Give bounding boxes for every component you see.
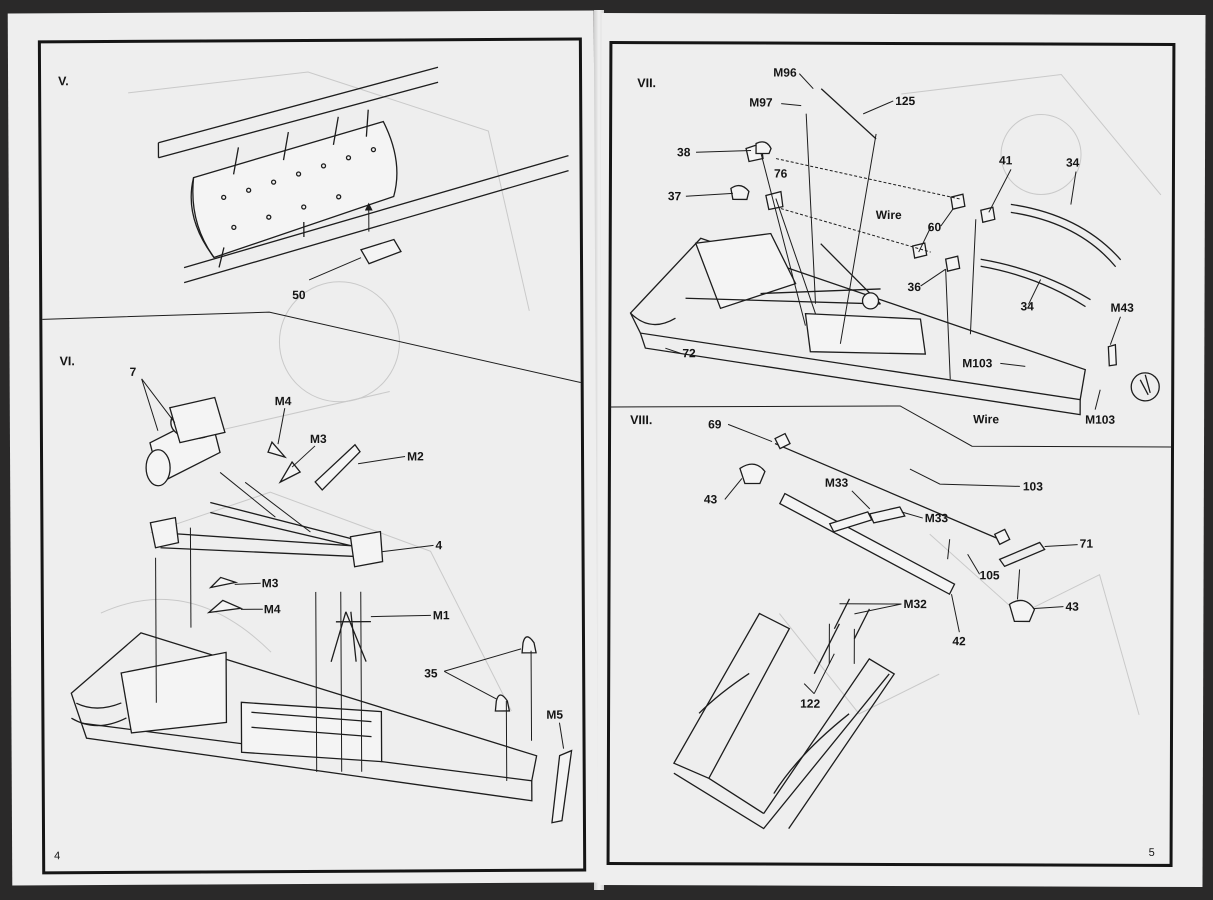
part-label: 42 xyxy=(952,634,966,648)
step-v-drawing xyxy=(157,66,569,284)
radiator-housing xyxy=(694,232,797,310)
part-label: M103 xyxy=(1085,413,1115,427)
part-label: 7 xyxy=(130,365,137,379)
part-43-hub xyxy=(1008,599,1036,623)
part-label: 71 xyxy=(1080,537,1094,551)
part-label: 4 xyxy=(435,538,442,552)
part-label: M1 xyxy=(433,608,450,622)
bleed-through-ghost xyxy=(779,74,1162,715)
part-label: 35 xyxy=(424,666,438,680)
left-page-artwork: V. 50 VI. 7 M4 M3 M2 4 M3 M4 M1 35 M5 4 xyxy=(42,66,581,862)
part-label: M5 xyxy=(546,708,563,722)
instruction-page-right: VII. M96 M97 125 38 76 41 34 37 Wire 60 … xyxy=(598,12,1206,888)
part-label: 34 xyxy=(1066,156,1080,170)
bleed-through-ghost xyxy=(100,71,530,712)
part-label: 122 xyxy=(800,697,820,711)
part-label: M33 xyxy=(925,511,949,525)
part-label: 36 xyxy=(908,280,922,294)
part-label: 125 xyxy=(895,94,915,108)
part-label: 43 xyxy=(1065,600,1079,614)
part-label: Wire xyxy=(973,412,999,426)
part-label: 38 xyxy=(677,145,691,159)
part-label: 103 xyxy=(1023,479,1043,493)
page-number: 5 xyxy=(1149,847,1155,859)
part-label: 37 xyxy=(668,189,682,203)
engine-block xyxy=(192,120,398,259)
step-divider xyxy=(610,405,1173,448)
part-label: M103 xyxy=(962,356,992,370)
part-label: M4 xyxy=(264,602,281,616)
radiator-housing xyxy=(120,651,228,734)
step-viii-drawing xyxy=(672,432,1046,830)
part-label: M32 xyxy=(903,597,927,611)
part-label: M3 xyxy=(310,432,327,446)
part-label: 60 xyxy=(928,220,942,234)
step-vii-title: VII. xyxy=(637,76,656,90)
part-label: 72 xyxy=(682,346,696,360)
part-label: 50 xyxy=(292,288,306,302)
part-label: 69 xyxy=(708,417,722,431)
part-label: 43 xyxy=(704,492,718,506)
part-label: 76 xyxy=(774,167,788,181)
part-label: M2 xyxy=(407,449,424,463)
part-label: M96 xyxy=(773,66,797,80)
part-label: M3 xyxy=(262,576,279,590)
part-label: 105 xyxy=(980,568,1000,582)
engine-block xyxy=(804,312,927,355)
part-label: 34 xyxy=(1020,299,1034,313)
part-label: M43 xyxy=(1110,301,1134,315)
part-43-hub xyxy=(739,463,766,485)
part-label: M33 xyxy=(825,476,849,490)
step-divider xyxy=(42,311,581,384)
part-label: M97 xyxy=(749,95,773,109)
part-50-plate xyxy=(359,238,402,265)
step-vi-drawing xyxy=(70,396,573,824)
instruction-page-left: V. 50 VI. 7 M4 M3 M2 4 M3 M4 M1 35 M5 4 xyxy=(7,10,599,886)
step-viii-title: VIII. xyxy=(630,413,652,427)
part-label: 41 xyxy=(999,153,1013,167)
step-vi-title: VI. xyxy=(60,354,75,368)
right-page-artwork: VII. M96 M97 125 38 76 41 34 37 Wire 60 … xyxy=(610,66,1173,859)
page-number: 4 xyxy=(54,850,60,862)
part-label: M4 xyxy=(275,394,292,408)
step-vii-drawing xyxy=(629,88,1160,416)
step-v-title: V. xyxy=(58,74,69,88)
axle-42 xyxy=(778,492,956,596)
part-label: Wire xyxy=(876,208,902,222)
